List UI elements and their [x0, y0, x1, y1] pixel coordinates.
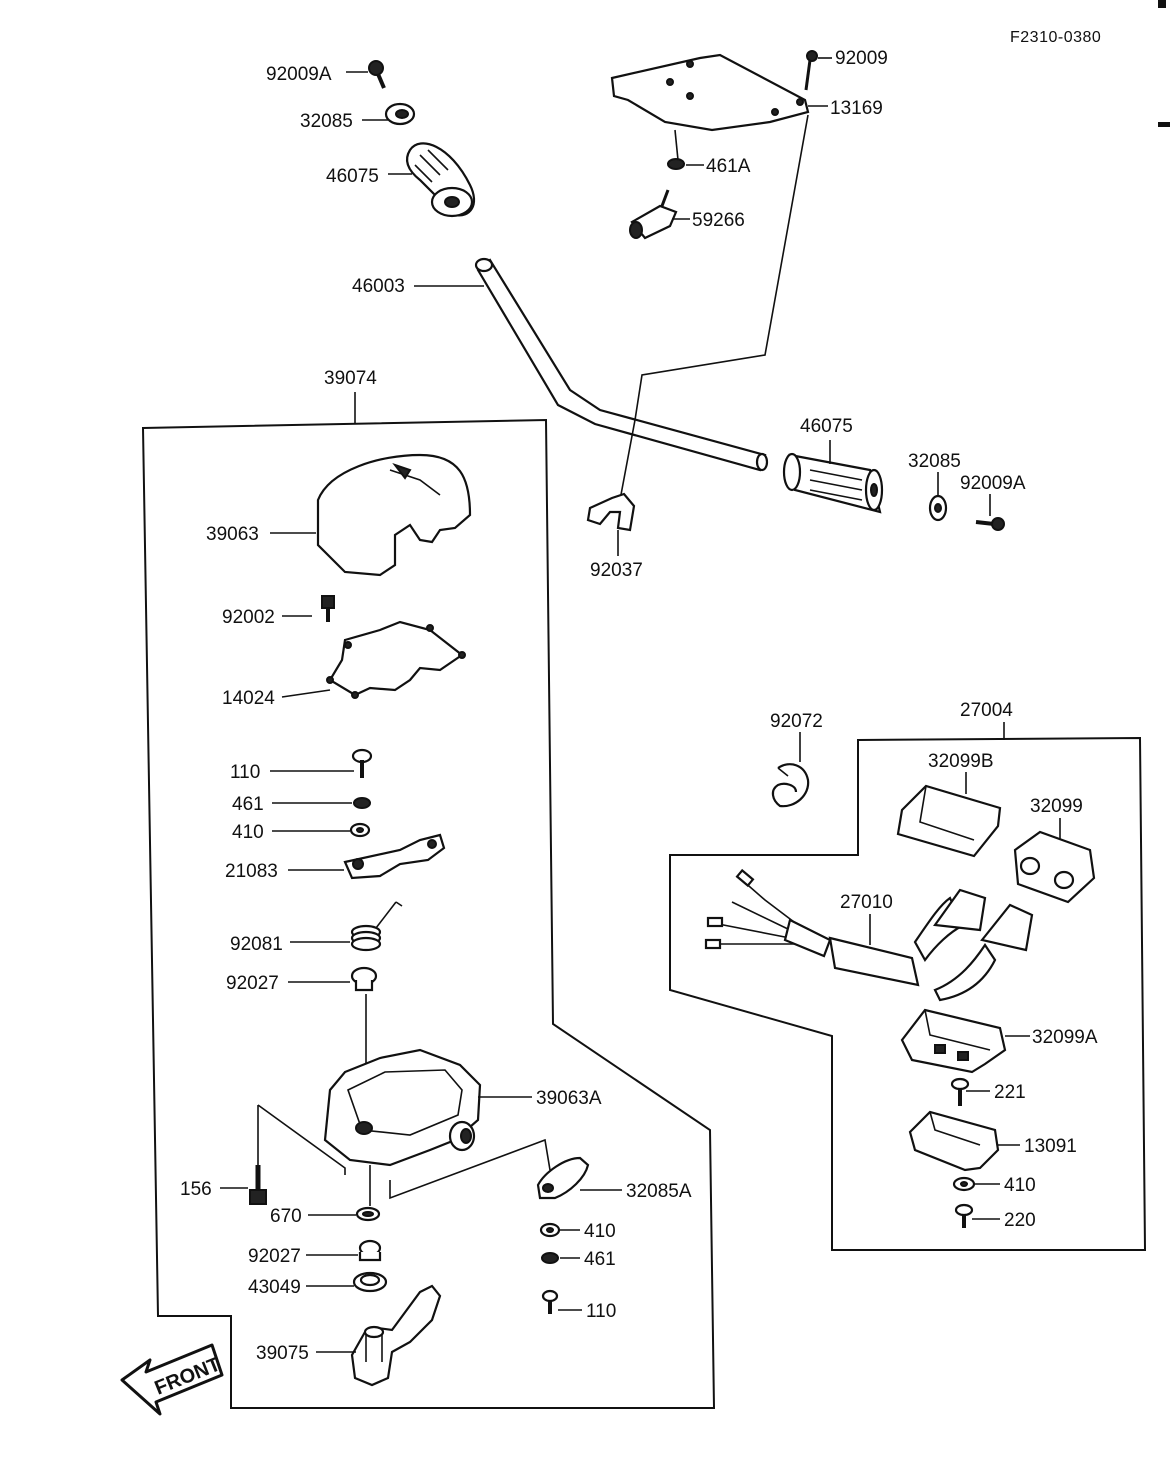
cap-32085-left	[384, 102, 416, 126]
screw-92009A-right	[975, 517, 1005, 531]
grip-46075-left	[405, 142, 476, 218]
o-ring-670	[355, 1206, 381, 1222]
edge-mark-top	[1158, 0, 1166, 8]
lever-21083	[343, 833, 446, 880]
label-39063: 39063	[206, 524, 259, 545]
label-13169: 13169	[830, 98, 883, 119]
clamp-92072	[771, 763, 810, 808]
washer-410-b	[952, 1176, 976, 1192]
collar-92027-b	[358, 1239, 382, 1262]
housing-32099	[1013, 830, 1096, 904]
label-410-a: 410	[232, 822, 264, 843]
label-46075-top: 46075	[326, 166, 379, 187]
label-32099B: 32099B	[928, 751, 994, 772]
throttle-case-39063A	[323, 1048, 482, 1167]
label-156: 156	[180, 1179, 212, 1200]
label-221: 221	[994, 1082, 1026, 1103]
cover-39063	[316, 453, 472, 577]
bracket-plate-13169	[610, 53, 810, 132]
bolt-156	[249, 1165, 267, 1205]
label-670: 670	[270, 1206, 302, 1227]
cap-32085-right	[928, 494, 948, 522]
label-39075: 39075	[256, 1343, 309, 1364]
label-92002: 92002	[222, 607, 275, 628]
label-59266: 59266	[692, 210, 745, 231]
diagram-code: F2310-0380	[1010, 29, 1101, 46]
leader-14024	[281, 689, 331, 698]
label-27010: 27010	[840, 892, 893, 913]
label-13091: 13091	[1024, 1136, 1077, 1157]
cover-32099B	[896, 784, 1002, 858]
label-92009: 92009	[835, 48, 888, 69]
front-arrow: FRONT	[120, 1343, 224, 1416]
washer-410-c	[539, 1222, 561, 1238]
leader-13169-to-clamp	[619, 114, 809, 501]
label-92027-a: 92027	[226, 973, 279, 994]
label-92027-b: 92027	[248, 1246, 301, 1267]
label-43049: 43049	[248, 1277, 301, 1298]
gasket-14024	[326, 620, 466, 699]
housing-32099A	[900, 1008, 1007, 1074]
edge-mark-mid	[1158, 122, 1170, 127]
nut-461A	[667, 158, 685, 170]
grip-46075-right	[782, 452, 884, 514]
label-21083: 21083	[225, 861, 278, 882]
fitting-59266	[629, 189, 678, 240]
cover-32085A	[536, 1156, 590, 1200]
leader-32085A-bracket	[389, 1138, 551, 1200]
label-92009A-top: 92009A	[266, 64, 332, 85]
spring-92081	[350, 901, 403, 952]
housing-13091	[908, 1110, 1000, 1172]
label-461A: 461A	[706, 156, 751, 177]
seal-43049	[352, 1271, 388, 1293]
label-92072: 92072	[770, 711, 823, 732]
label-32085A: 32085A	[626, 1181, 692, 1202]
label-461-a: 461	[232, 794, 264, 815]
screw-221	[950, 1077, 970, 1106]
label-92081: 92081	[230, 934, 283, 955]
screw-220	[954, 1203, 974, 1228]
label-39074: 39074	[324, 368, 377, 389]
screw-92009	[804, 50, 818, 91]
clamp-92037	[586, 492, 636, 532]
collar-92027-a	[350, 966, 378, 992]
leader-156-to-case	[257, 1104, 346, 1175]
throttle-lever-39075	[350, 1284, 442, 1387]
label-461-b: 461	[584, 1249, 616, 1270]
screw-110-a	[351, 748, 373, 778]
label-14024: 14024	[222, 688, 275, 709]
label-92009A-right: 92009A	[960, 473, 1026, 494]
label-110-a: 110	[230, 762, 260, 783]
label-32099A: 32099A	[1032, 1027, 1098, 1048]
label-220: 220	[1004, 1210, 1036, 1231]
label-46075-right: 46075	[800, 416, 853, 437]
wiring-harness-27010	[704, 868, 1034, 1002]
label-32085-top: 32085	[300, 111, 353, 132]
screw-110-b	[541, 1289, 559, 1314]
throttle-case-group-outline	[141, 418, 716, 1409]
label-39063A: 39063A	[536, 1088, 602, 1109]
label-46003: 46003	[352, 276, 405, 297]
washer-410-a	[349, 822, 371, 838]
switch-assembly-group-outline	[669, 736, 1147, 1251]
nut-461-a	[353, 797, 371, 809]
label-32099: 32099	[1030, 796, 1083, 817]
screw-92009A-left	[368, 60, 386, 89]
handlebar-46003	[474, 257, 769, 472]
leader-plate-fitting	[674, 129, 679, 161]
label-410-c: 410	[584, 1221, 616, 1242]
label-32085-right: 32085	[908, 451, 961, 472]
label-92037: 92037	[590, 560, 643, 581]
label-110-b: 110	[586, 1301, 616, 1322]
screw-92002	[321, 595, 335, 622]
label-410-b: 410	[1004, 1175, 1036, 1196]
nut-461-b	[541, 1252, 559, 1264]
label-27004: 27004	[960, 700, 1013, 721]
